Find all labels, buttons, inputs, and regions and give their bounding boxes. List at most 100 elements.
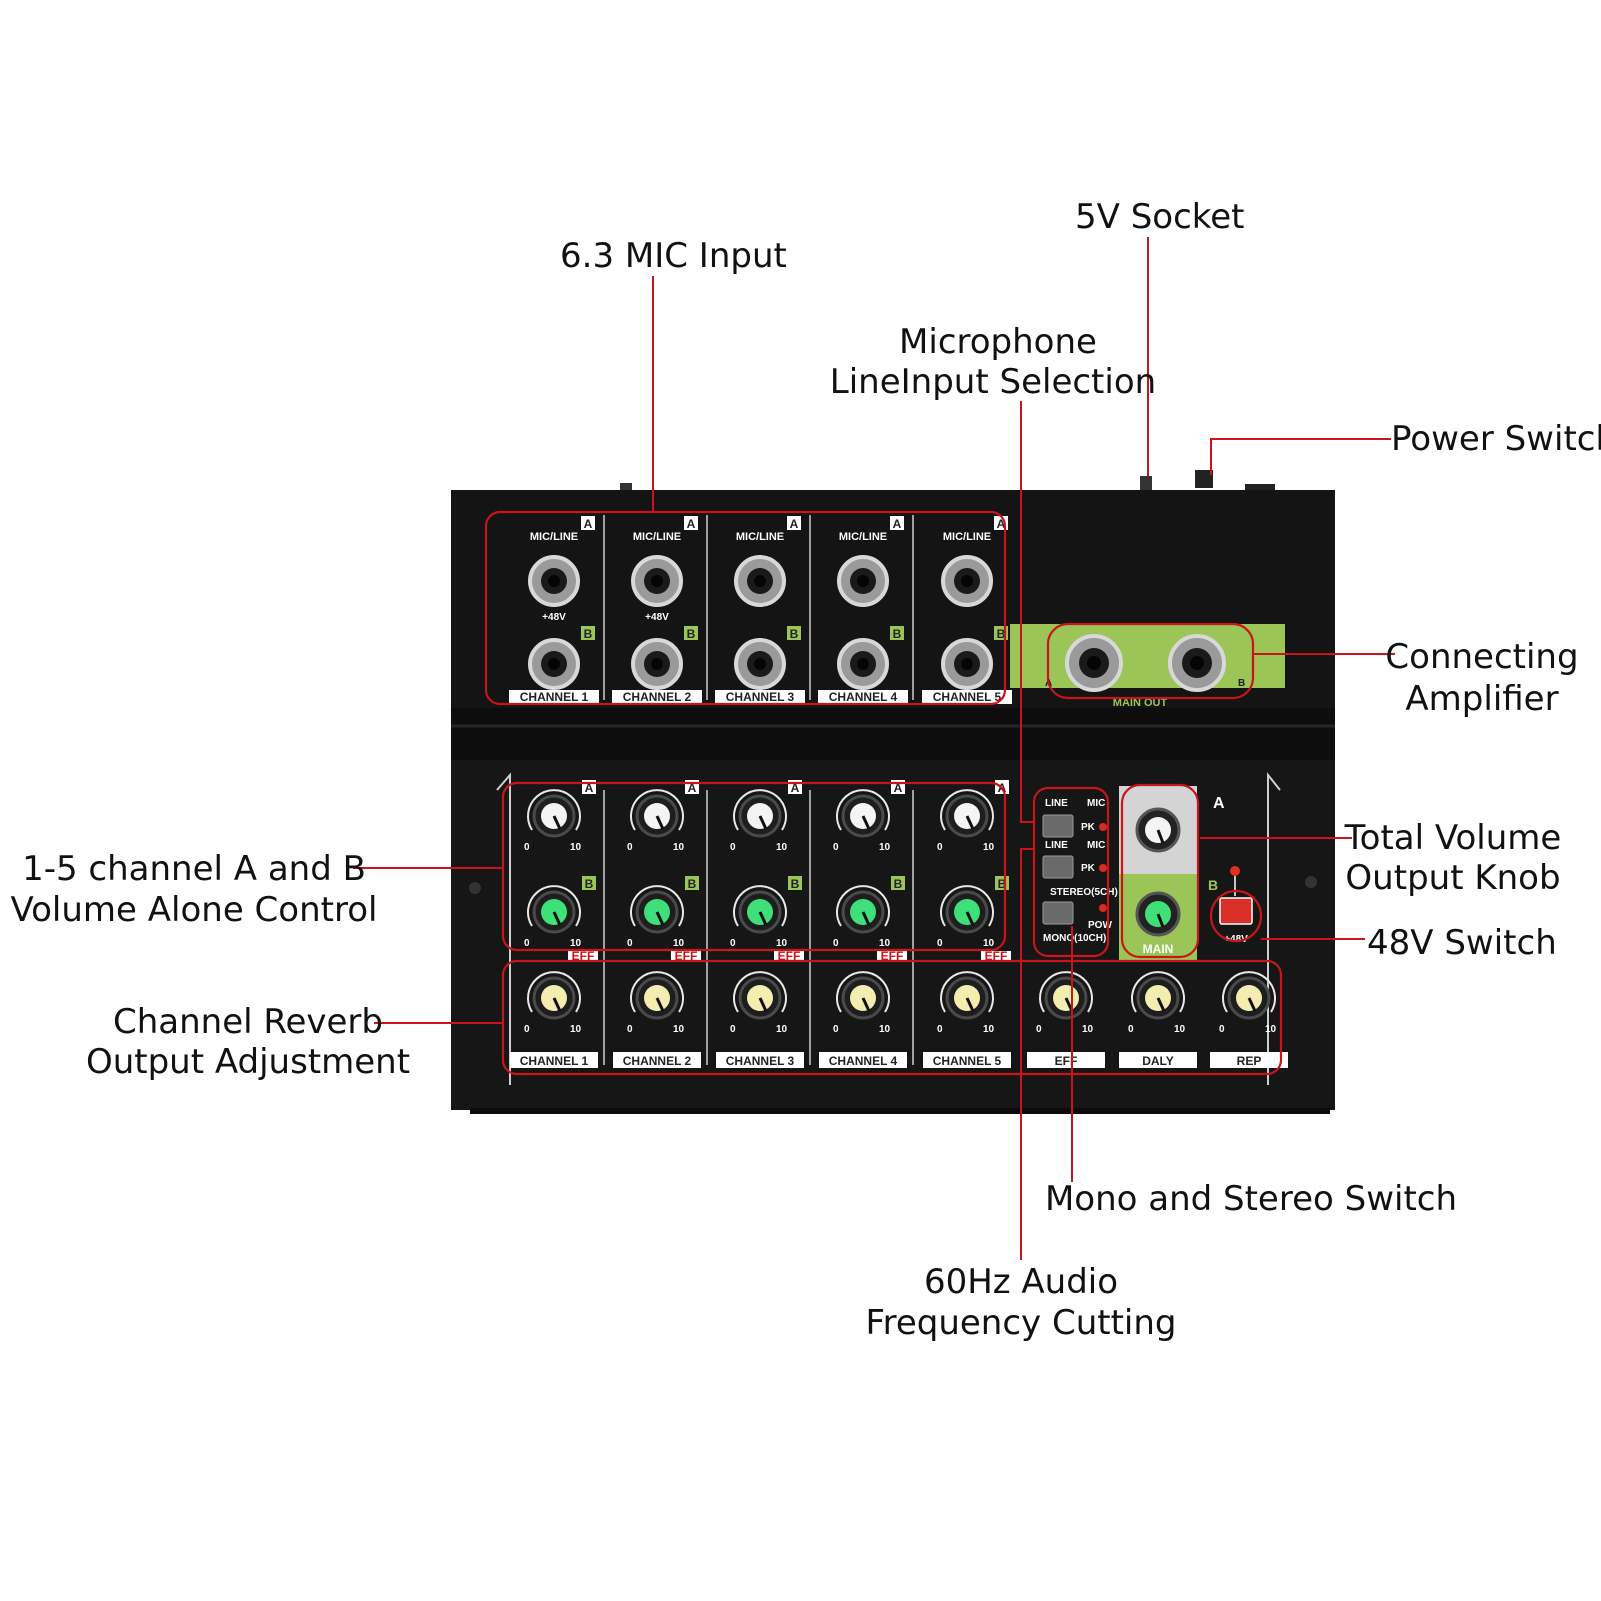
reverb-knob-8[interactable]: [1222, 971, 1276, 1020]
mic-line-switch-1[interactable]: [1042, 814, 1074, 838]
input-jack-a[interactable]: [734, 555, 786, 607]
highlight-outlines: [484, 510, 1283, 1076]
eff-tag: EFF: [881, 949, 904, 963]
bottom-label: CHANNEL 3: [726, 1054, 795, 1068]
bottom-label: CHANNEL 5: [933, 1054, 1002, 1068]
main-out-b-tag: B: [1238, 678, 1245, 689]
callout-reverb-1: Channel Reverb: [113, 1002, 383, 1042]
scale-min: 0: [627, 938, 633, 949]
pk-led-2: [1099, 864, 1107, 872]
channel-label: CHANNEL 1: [520, 690, 589, 704]
input-jack-b[interactable]: [941, 638, 993, 690]
tag-b: B: [584, 627, 593, 641]
main-out-jack-b[interactable]: [1168, 634, 1226, 692]
input-jack-b[interactable]: [528, 638, 580, 690]
input-jack-a[interactable]: [837, 555, 889, 607]
knob-tag: A: [585, 781, 594, 795]
main-knob-b[interactable]: [1135, 891, 1181, 937]
channel-3-b-volume-knob[interactable]: [733, 885, 787, 934]
scale-min: 0: [1219, 1024, 1225, 1035]
mic-line-switch-2[interactable]: [1042, 855, 1074, 879]
scale-max: 10: [570, 1024, 582, 1035]
mono-stereo-switch[interactable]: [1042, 901, 1074, 925]
mic-line-label: MIC/LINE: [736, 531, 784, 543]
scale-min: 0: [833, 842, 839, 853]
tag-b: B: [997, 627, 1006, 641]
line-label: LINE: [1045, 798, 1068, 809]
scale-max: 10: [879, 842, 891, 853]
scale-max: 10: [673, 1024, 685, 1035]
channel-4-b-volume-knob[interactable]: [836, 885, 890, 934]
input-jack-a[interactable]: [528, 555, 580, 607]
eff-tag: EFF: [675, 949, 698, 963]
main-knob-a[interactable]: [1135, 807, 1181, 853]
plus48-label: +48V: [542, 612, 566, 623]
reverb-knob-5[interactable]: [940, 971, 994, 1020]
input-jack-b[interactable]: [631, 638, 683, 690]
callout-total-vol-1: Total Volume: [1344, 818, 1562, 858]
mic-line-label: MIC/LINE: [530, 531, 578, 543]
phantom-48v-button[interactable]: [1219, 897, 1253, 925]
channel-4-a-volume-knob[interactable]: [836, 789, 890, 838]
pow-label: POW: [1088, 920, 1112, 931]
tag-a: A: [893, 517, 902, 531]
callout-mic-input: 6.3 MIC Input: [560, 236, 787, 276]
reverb-knob-4[interactable]: [836, 971, 890, 1020]
input-jack-a[interactable]: [631, 555, 683, 607]
channel-2-a-volume-knob[interactable]: [630, 789, 684, 838]
scale-min: 0: [937, 842, 943, 853]
channel-5-a-volume-knob[interactable]: [940, 789, 994, 838]
scale-min: 0: [730, 1024, 736, 1035]
main-out-label: MAIN OUT: [1113, 697, 1168, 709]
scale-min: 0: [627, 842, 633, 853]
main-out-section: A B MAIN OUT: [1010, 624, 1285, 709]
main-out-jack-a[interactable]: [1065, 634, 1123, 692]
channel-1-a-volume-knob[interactable]: [527, 789, 581, 838]
tag-a: A: [997, 517, 1006, 531]
channel-1-b-volume-knob[interactable]: [527, 885, 581, 934]
mic-line-label: MIC/LINE: [839, 531, 887, 543]
bottom-label: CHANNEL 1: [520, 1054, 589, 1068]
input-jack-b[interactable]: [734, 638, 786, 690]
reverb-knob-2[interactable]: [630, 971, 684, 1020]
stereo-label: STEREO(5CH): [1050, 887, 1118, 898]
channel-2-b-volume-knob[interactable]: [630, 885, 684, 934]
scale-max: 10: [673, 938, 685, 949]
bottom-label: EFF: [1055, 1054, 1078, 1068]
tag-a: A: [687, 517, 696, 531]
channel-5-b-volume-knob[interactable]: [940, 885, 994, 934]
callout-60hz-1: 60Hz Audio: [924, 1262, 1118, 1302]
main-b-tag: B: [1208, 877, 1218, 893]
leader-lines: [353, 237, 1395, 1260]
knob-tag: B: [791, 877, 800, 891]
channel-3-a-volume-knob[interactable]: [733, 789, 787, 838]
callout-mono-stereo: Mono and Stereo Switch: [1045, 1179, 1457, 1219]
callout-amp-1: Connecting: [1385, 637, 1578, 677]
channel-label: CHANNEL 4: [829, 690, 898, 704]
eff-tag: EFF: [572, 949, 595, 963]
knob-tag: B: [688, 877, 697, 891]
callout-mic-line-sel-2: LineInput Selection: [830, 362, 1156, 402]
knob-tag: A: [894, 781, 903, 795]
callout-labels: 6.3 MIC Input 5V Socket Microphone LineI…: [11, 197, 1601, 1343]
scale-min: 0: [1128, 1024, 1134, 1035]
scale-min: 0: [1036, 1024, 1042, 1035]
eff-tag-row: EFF EFF EFF EFF EFF: [568, 949, 1011, 963]
bottom-label: REP: [1237, 1054, 1262, 1068]
input-jack-a[interactable]: [941, 555, 993, 607]
reverb-knob-3[interactable]: [733, 971, 787, 1020]
eff-tag: EFF: [985, 949, 1008, 963]
knob-tag: A: [688, 781, 697, 795]
channel-label: CHANNEL 5: [933, 690, 1002, 704]
reverb-knob-1[interactable]: [527, 971, 581, 1020]
bottom-label: DALY: [1142, 1054, 1174, 1068]
input-jack-b[interactable]: [837, 638, 889, 690]
eff-tag: EFF: [778, 949, 801, 963]
reverb-knob-7[interactable]: [1131, 971, 1185, 1020]
